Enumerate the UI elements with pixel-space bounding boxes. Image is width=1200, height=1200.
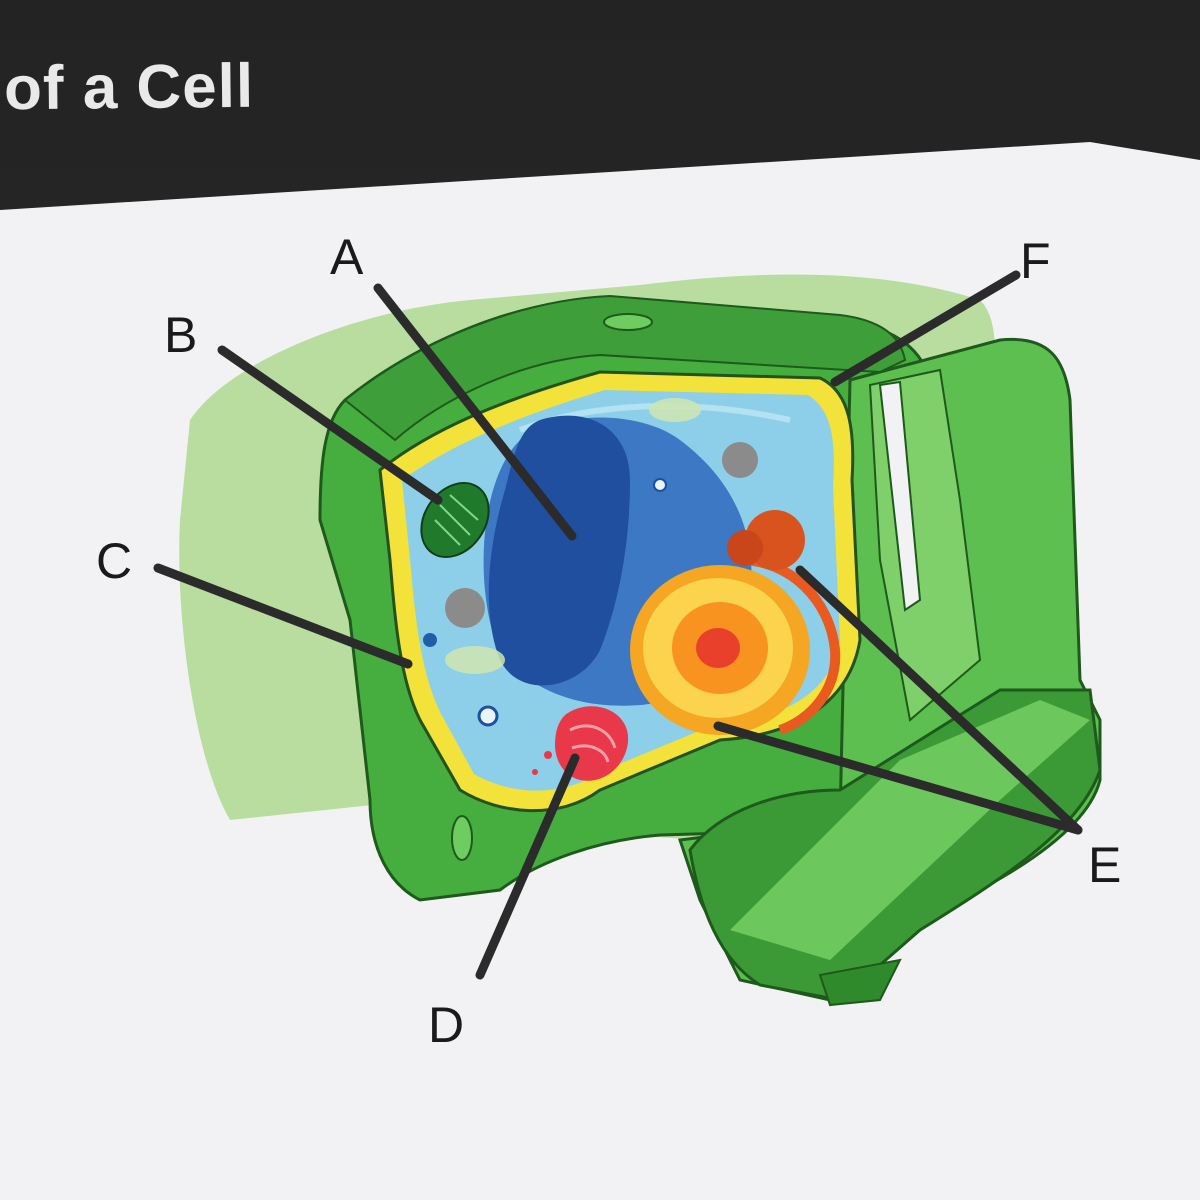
label-b: B bbox=[164, 307, 198, 363]
label-d: D bbox=[428, 997, 465, 1053]
wall-top bbox=[343, 294, 907, 442]
leader-line-b bbox=[217, 345, 443, 505]
mitochondrion bbox=[649, 398, 701, 422]
small-vesicle bbox=[477, 705, 499, 727]
wall-pit-lower bbox=[451, 815, 473, 861]
slide-title: of a Cell bbox=[3, 51, 255, 124]
wall-edge bbox=[818, 958, 902, 1007]
golgi-vesicle bbox=[532, 769, 538, 775]
leader-line-e-bottom bbox=[713, 721, 1083, 835]
label-f: F bbox=[1020, 233, 1051, 289]
leader-line-c bbox=[153, 563, 413, 669]
wall-gap bbox=[878, 380, 922, 612]
small-vesicle bbox=[653, 478, 667, 492]
nucleus bbox=[488, 415, 630, 686]
vesicle bbox=[445, 588, 485, 628]
chloroplast-thylakoids bbox=[434, 494, 479, 546]
vesicle bbox=[722, 442, 758, 478]
mitochondrion bbox=[445, 646, 505, 674]
leader-line-f bbox=[830, 270, 1021, 387]
leader-line-a bbox=[373, 283, 577, 541]
nucleolus bbox=[696, 628, 740, 668]
leader-lines bbox=[153, 270, 1083, 980]
wall-pit bbox=[603, 313, 653, 331]
leader-line-e-top bbox=[795, 565, 1083, 835]
rough-er bbox=[727, 530, 763, 566]
golgi-vesicle bbox=[544, 751, 552, 759]
label-a: A bbox=[330, 229, 364, 285]
leader-line-d bbox=[475, 753, 580, 980]
ribosome bbox=[423, 633, 437, 647]
label-c: C bbox=[96, 533, 133, 589]
label-e: E bbox=[1088, 837, 1122, 893]
golgi-folds bbox=[569, 724, 617, 763]
wall-bottom-highlight bbox=[730, 700, 1090, 960]
